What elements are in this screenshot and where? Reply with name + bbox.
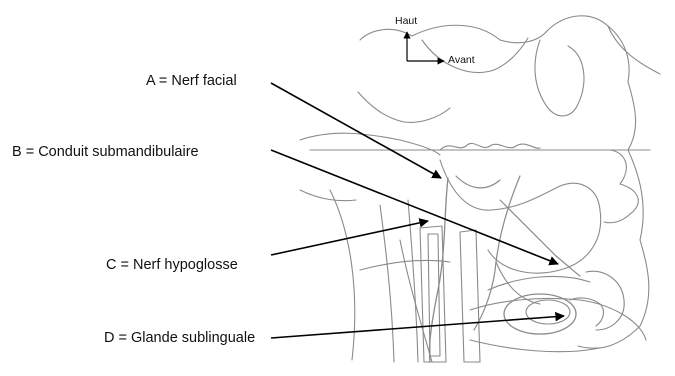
- label-submandibular-duct: B = Conduit submandibulaire: [12, 145, 199, 160]
- leader-a: [271, 83, 441, 178]
- leader-d: [271, 316, 564, 338]
- leader-c: [271, 221, 428, 255]
- label-hypoglossal-nerve: C = Nerf hypoglosse: [106, 258, 238, 273]
- label-sublingual-gland: D = Glande sublinguale: [104, 331, 255, 346]
- label-facial-nerve: A = Nerf facial: [146, 74, 237, 89]
- leader-b: [271, 150, 558, 264]
